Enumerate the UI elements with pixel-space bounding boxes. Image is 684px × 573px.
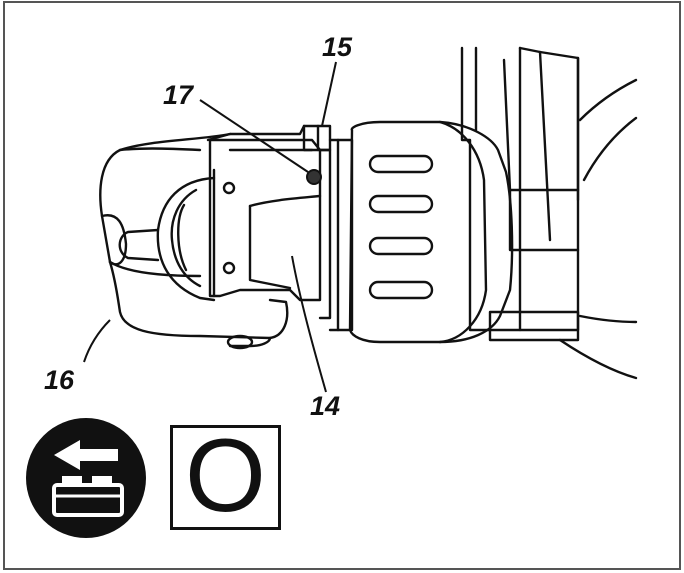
vent-slot bbox=[368, 280, 434, 300]
vent-slot bbox=[368, 154, 434, 174]
callout-15: 15 bbox=[322, 32, 353, 62]
mode-symbol-box: O bbox=[170, 417, 281, 534]
vent-slot bbox=[368, 194, 434, 214]
screw-icon bbox=[222, 261, 236, 275]
tool-holder bbox=[118, 176, 216, 302]
vent-slot bbox=[368, 236, 434, 256]
tool-illustration bbox=[99, 46, 638, 380]
callout-14: 14 bbox=[310, 391, 341, 421]
grip-collar bbox=[348, 120, 514, 344]
leader-line-15 bbox=[321, 61, 337, 127]
lock-pin bbox=[306, 169, 322, 185]
gear-cover bbox=[208, 138, 322, 302]
figure-border bbox=[3, 1, 681, 570]
screw-icon bbox=[222, 181, 236, 195]
battery-removal-icon bbox=[26, 418, 146, 538]
callout-17: 17 bbox=[163, 80, 194, 110]
leader-line-14 bbox=[291, 255, 327, 393]
collar-ring bbox=[318, 138, 354, 332]
mode-symbol-letter: O bbox=[185, 417, 266, 534]
front-handle bbox=[99, 124, 306, 350]
callout-16: 16 bbox=[44, 365, 75, 395]
leader-lines bbox=[83, 61, 337, 393]
leader-line-16 bbox=[83, 319, 111, 363]
motor-housing bbox=[460, 46, 638, 380]
leader-line-17 bbox=[199, 99, 309, 173]
